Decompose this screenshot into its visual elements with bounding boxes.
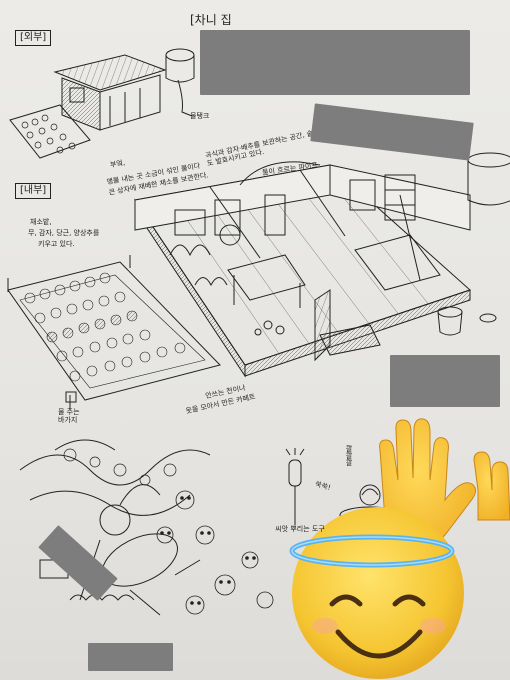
label-interior: [내부] xyxy=(15,183,52,199)
seed-tool xyxy=(285,448,305,525)
redaction-bar xyxy=(88,643,173,671)
label-exterior: [외부] xyxy=(15,30,52,46)
label-water-tank: 물탱크 xyxy=(190,112,210,120)
note-seed-tool: 씨앗 뿌리는 도구 xyxy=(275,525,325,533)
redaction-bar xyxy=(200,30,470,95)
page-title: [차니 집 xyxy=(190,13,232,27)
smiling-face-with-halo-icon xyxy=(289,507,464,679)
note-field-3: 키우고 있다. xyxy=(38,240,75,248)
redaction-bar xyxy=(390,355,500,407)
vegetable-field xyxy=(7,255,221,410)
sfx-water: 콸콸콸 xyxy=(345,445,354,466)
note-field-2: 무, 감자, 당근, 양상추를 xyxy=(28,229,100,237)
vine-scene xyxy=(19,439,274,616)
interior-house xyxy=(134,152,510,378)
note-field-1: 채소밭, xyxy=(30,218,52,226)
note-water-scoop: 물 주는 바가지 xyxy=(58,408,80,425)
exterior-house xyxy=(9,48,195,159)
